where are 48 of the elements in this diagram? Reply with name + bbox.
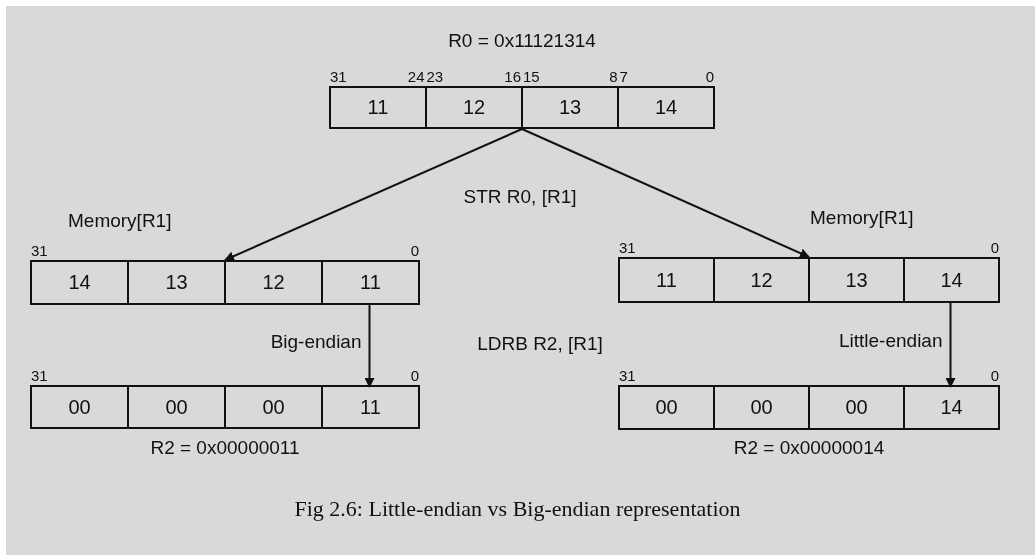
byte-field: 14 xyxy=(32,262,127,303)
byte-field: 13 xyxy=(521,88,617,127)
register-title: R2 = 0x00000011 xyxy=(149,437,301,459)
byte-field: 11 xyxy=(620,259,713,301)
bit-number: 23 xyxy=(426,69,444,84)
bit-number: 24 xyxy=(407,69,425,84)
bit-number: 0 xyxy=(410,243,419,258)
bit-number: 15 xyxy=(523,69,540,84)
bit-number: 31 xyxy=(619,240,636,255)
byte-field: 13 xyxy=(808,259,903,301)
bit-number: 0 xyxy=(990,240,999,255)
byte-field: 00 xyxy=(127,387,224,427)
register-title: Memory[R1] xyxy=(68,210,172,232)
figure-caption: Fig 2.6: Little-endian vs Big-endian representation xyxy=(293,496,742,522)
byte-field: 00 xyxy=(713,387,808,428)
byte-field: 12 xyxy=(713,259,808,301)
bit-number: 0 xyxy=(990,368,999,383)
byte-field: 00 xyxy=(620,387,713,428)
arrow xyxy=(521,128,810,258)
bit-number: 8 xyxy=(609,69,618,84)
arrow xyxy=(945,300,956,388)
bit-number: 31 xyxy=(330,69,347,84)
byte-field: 14 xyxy=(903,387,998,428)
register-title: R0 = 0x11121314 xyxy=(447,30,597,52)
bit-number: 0 xyxy=(705,69,714,84)
bit-number: 16 xyxy=(504,69,521,84)
byte-field: 00 xyxy=(808,387,903,428)
bit-number: 31 xyxy=(619,368,636,383)
instruction-label: LDRB R2, [R1] xyxy=(477,333,603,355)
arrow xyxy=(224,128,523,261)
byte-field: 11 xyxy=(321,262,418,303)
byte-field: 12 xyxy=(224,262,321,303)
byte-field: 14 xyxy=(617,88,713,127)
byte-field: 14 xyxy=(903,259,998,301)
byte-field: 13 xyxy=(127,262,224,303)
byte-field: 00 xyxy=(32,387,127,427)
register-title: R2 = 0x00000014 xyxy=(732,437,886,459)
byte-field: 00 xyxy=(224,387,321,427)
bit-number: 0 xyxy=(410,368,419,383)
arrow xyxy=(364,302,375,388)
byte-field: 11 xyxy=(321,387,418,427)
byte-field: 12 xyxy=(425,88,521,127)
bit-number: 31 xyxy=(31,243,48,258)
bit-number: 31 xyxy=(31,368,48,383)
instruction-label: STR R0, [R1] xyxy=(463,186,577,208)
byte-field: 11 xyxy=(331,88,425,127)
bit-number: 7 xyxy=(619,69,628,84)
register-title: Memory[R1] xyxy=(810,207,914,229)
